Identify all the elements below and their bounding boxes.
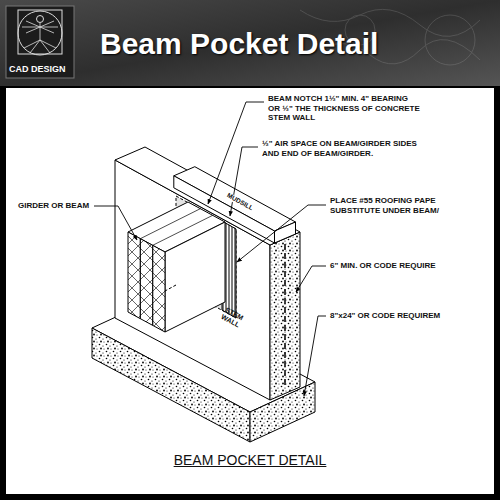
callout-note: 8"x24" OR CODE REQUIREM <box>330 311 440 321</box>
header-band <box>0 0 500 86</box>
drawing-panel <box>6 88 494 494</box>
stem-wall-section <box>270 232 300 400</box>
girder-side <box>165 222 225 332</box>
logo-text: CAD DESIGN <box>9 64 66 75</box>
leader-line <box>94 206 137 240</box>
leader-line <box>208 102 264 204</box>
rebar <box>284 244 286 388</box>
leader-line <box>237 205 326 262</box>
page-title: Beam Pocket Detail <box>100 26 378 62</box>
leader-line <box>304 316 326 396</box>
girder-end <box>128 232 165 332</box>
isometric-drawing <box>92 147 315 442</box>
callout-note: PLACE #55 ROOFING PAPE SUBSTITUTE UNDER … <box>330 196 480 215</box>
drawing-caption: BEAM POCKET DETAIL <box>174 452 327 469</box>
logo <box>6 6 74 78</box>
callout-note: ½" AIR SPACE ON BEAM/GIRDER SIDES AND EN… <box>262 139 427 158</box>
mudsill-end <box>275 222 296 243</box>
callout-note: BEAM NOTCH 1½" MIN. 4" BEARING OR ½" THE… <box>268 94 420 123</box>
leader-line <box>296 266 326 292</box>
part-name: GIRDER OR BEAM <box>18 201 89 211</box>
callout-note: 6" MIN. OR CODE REQUIRE <box>330 261 436 271</box>
